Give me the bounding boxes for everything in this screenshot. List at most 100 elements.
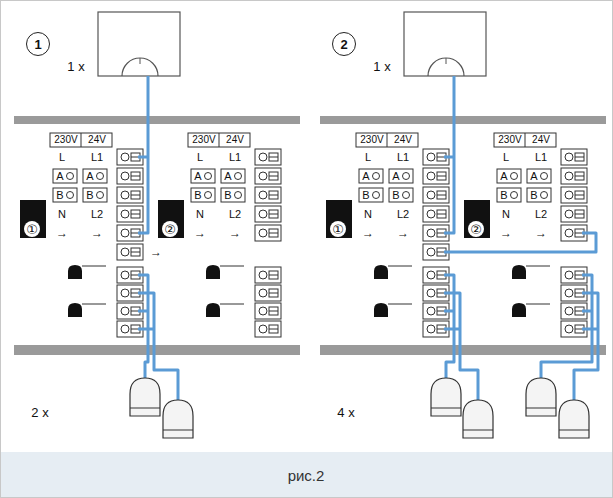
thermostat-tick <box>140 58 141 64</box>
valve-symbol-line <box>220 304 244 305</box>
terminal-label: L <box>197 152 203 163</box>
signal-circle <box>97 173 104 180</box>
valve-symbol-line <box>526 304 550 305</box>
din-rail <box>14 116 300 124</box>
signal-circle <box>403 173 410 180</box>
terminal <box>117 206 143 222</box>
signal-box <box>389 188 413 202</box>
terminal-label: 230V <box>192 135 215 145</box>
terminal <box>255 303 281 319</box>
terminal-screw <box>121 229 129 237</box>
wire <box>444 328 460 331</box>
signal-box <box>221 169 245 183</box>
terminal-slot <box>131 252 140 253</box>
terminal-label: → <box>150 246 162 258</box>
terminal-label: A <box>500 171 507 182</box>
terminal-screw <box>565 172 573 180</box>
terminal-slot <box>575 172 584 180</box>
signal-circle <box>235 192 242 199</box>
header-divider <box>81 133 82 147</box>
wire <box>541 275 592 378</box>
terminal-screw <box>427 229 435 237</box>
header-divider <box>525 133 526 147</box>
terminal-slot <box>131 191 140 199</box>
terminal-label: A <box>224 171 231 182</box>
actuator-band <box>130 408 160 409</box>
terminal-label: L1 <box>397 152 409 163</box>
terminal-label: L <box>365 152 371 163</box>
terminal-slot <box>575 153 584 161</box>
terminal-slot <box>437 214 446 215</box>
terminal-screw <box>121 307 129 315</box>
terminal-label: ① <box>332 223 344 236</box>
terminal-slot <box>269 229 278 237</box>
terminal-screw <box>565 210 573 218</box>
terminal-label: A <box>392 171 399 182</box>
header-divider <box>219 133 220 147</box>
terminal-screw <box>121 248 129 256</box>
terminal-screw <box>259 289 267 297</box>
valve-symbol <box>512 265 526 279</box>
module-icon-disc <box>24 221 40 237</box>
actuator <box>163 400 193 438</box>
wire <box>444 76 454 233</box>
module-icon <box>20 200 46 238</box>
terminal-slot <box>575 176 584 177</box>
terminal-screw <box>565 307 573 315</box>
terminal-slot <box>575 191 584 199</box>
header-box <box>356 133 418 147</box>
wire <box>444 275 454 378</box>
terminal-slot <box>437 176 446 177</box>
header-divider <box>387 133 388 147</box>
signal-box <box>497 188 521 202</box>
terminal-slot <box>269 195 278 196</box>
wire <box>444 156 454 159</box>
terminal-label: → <box>535 227 547 239</box>
terminal-label: → <box>194 227 206 239</box>
header-box <box>188 133 250 147</box>
din-rail <box>320 116 606 124</box>
quantity-label: 2 x <box>31 406 48 419</box>
terminal-label: L2 <box>229 209 241 220</box>
terminal-label: → <box>500 227 512 239</box>
wire <box>444 233 596 252</box>
signal-box <box>191 169 215 183</box>
actuator-band <box>463 430 493 431</box>
signal-box <box>83 169 107 183</box>
valve-symbol-line <box>388 266 412 267</box>
terminal <box>561 149 587 165</box>
terminal-label: L2 <box>397 209 409 220</box>
terminal <box>255 321 281 337</box>
actuator <box>463 400 493 438</box>
terminal-slot <box>437 195 446 196</box>
terminal-slot <box>437 172 446 180</box>
terminal-label: ① <box>26 223 38 236</box>
actuator <box>130 378 160 416</box>
wire <box>582 310 592 313</box>
terminal-label: B <box>362 190 369 201</box>
terminal-screw <box>259 271 267 279</box>
signal-circle <box>541 173 548 180</box>
terminal <box>255 168 281 184</box>
terminal <box>255 206 281 222</box>
terminal-slot <box>269 233 278 234</box>
terminal-screw <box>121 325 129 333</box>
quantity-label: 1 x <box>67 60 84 73</box>
terminal-slot <box>131 248 140 256</box>
terminal-label: L1 <box>535 152 547 163</box>
terminal-screw <box>427 248 435 256</box>
valve-symbol <box>68 265 82 279</box>
signal-circle <box>403 192 410 199</box>
terminal-slot <box>575 195 584 196</box>
terminal-screw <box>427 210 435 218</box>
signal-circle <box>205 192 212 199</box>
terminal-label: B <box>392 190 399 201</box>
actuator-band <box>163 430 193 431</box>
terminal-screw <box>121 271 129 279</box>
valve-symbol-line <box>526 266 550 267</box>
actuator-band <box>526 408 556 409</box>
terminal <box>255 285 281 301</box>
terminal-slot <box>269 307 278 315</box>
terminal-screw <box>565 191 573 199</box>
